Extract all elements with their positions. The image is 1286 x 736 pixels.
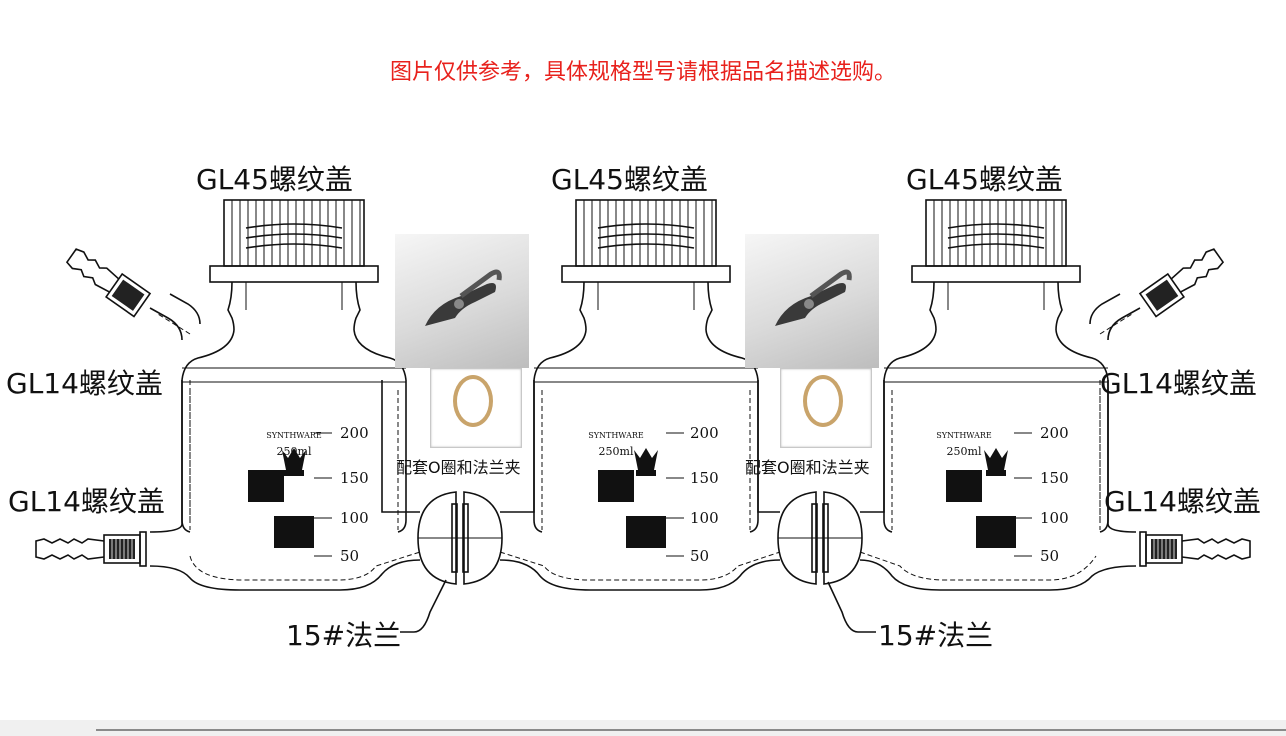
flange-label-right: 15#法兰 <box>878 619 994 652</box>
graduation-mark: 50 <box>340 547 359 565</box>
bottle-brand: SYNTHWARE <box>936 431 992 440</box>
oring-card <box>430 368 522 448</box>
bottle-brand: SYNTHWARE <box>266 431 322 440</box>
disclaimer-notice: 图片仅供参考，具体规格型号请根据品名描述选购。 <box>389 60 896 85</box>
graduation-mark: 100 <box>1040 509 1069 527</box>
flange-clamp-photo <box>395 234 529 368</box>
gl14-cap-label-left-bottom: GL14螺纹盖 <box>8 485 165 518</box>
accessory-caption: 配套O圈和法兰夹 <box>396 458 521 477</box>
clamp-icon <box>425 269 502 326</box>
gl45-cap-label-left: GL45螺纹盖 <box>196 163 353 196</box>
gl14-cap-label-right-bottom: GL14螺纹盖 <box>1104 485 1261 518</box>
gl45-cap-label-center: GL45螺纹盖 <box>551 163 708 196</box>
graduation-mark: 50 <box>690 547 709 565</box>
graduation-mark: 150 <box>1040 469 1069 487</box>
flange-clamp-photo <box>745 234 879 368</box>
bottle-brand: SYNTHWARE <box>588 431 644 440</box>
graduation-mark: 150 <box>340 469 369 487</box>
divider <box>96 729 1286 731</box>
graduation-mark: 100 <box>690 509 719 527</box>
graduation-mark: 150 <box>690 469 719 487</box>
flange-label-left: 15#法兰 <box>286 619 402 652</box>
gl45-cap-label-right: GL45螺纹盖 <box>906 163 1063 196</box>
bottom-bar <box>0 720 1286 736</box>
gl14-cap-label-right-top: GL14螺纹盖 <box>1100 367 1257 400</box>
oring-icon <box>803 375 843 427</box>
graduation-mark: 100 <box>340 509 369 527</box>
gl14-cap-label-left-top: GL14螺纹盖 <box>6 367 163 400</box>
oring-card <box>780 368 872 448</box>
accessory-caption: 配套O圈和法兰夹 <box>745 458 870 477</box>
bottle-volume: 250ml <box>599 445 634 458</box>
oring-icon <box>453 375 493 427</box>
clamp-icon <box>775 269 852 326</box>
graduation-mark: 200 <box>340 424 369 442</box>
graduation-mark: 200 <box>690 424 719 442</box>
graduation-mark: 200 <box>1040 424 1069 442</box>
bottle-volume: 250ml <box>277 445 312 458</box>
graduation-mark: 50 <box>1040 547 1059 565</box>
bottle-volume: 250ml <box>947 445 982 458</box>
